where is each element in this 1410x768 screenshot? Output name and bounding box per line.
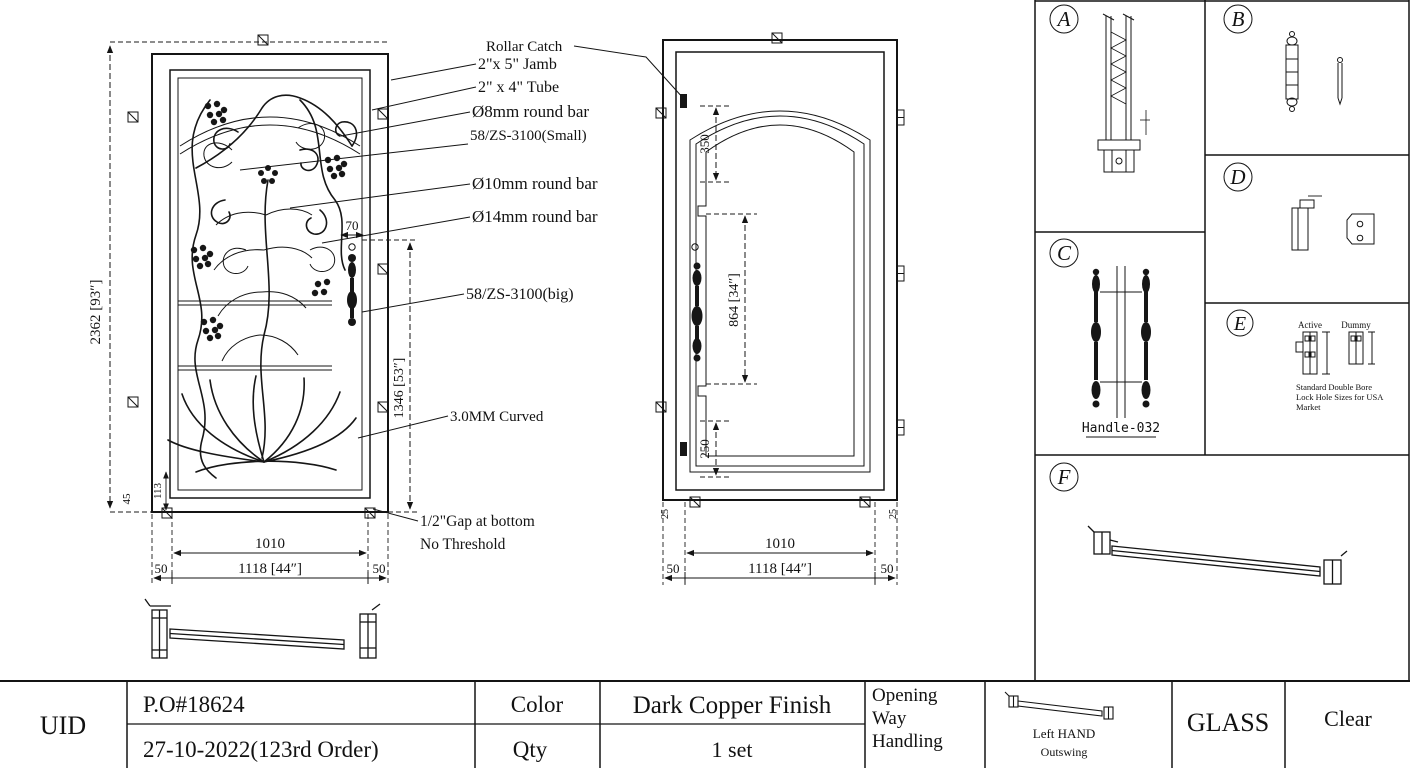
- handling-icon: [1004, 691, 1114, 720]
- grape-cluster: [190, 244, 214, 270]
- hinge-marks: [896, 109, 905, 436]
- detail-panel-grid: [1034, 0, 1410, 681]
- handle-model-label: Handle-032: [1082, 421, 1160, 436]
- dim-bottom-rail: 113: [152, 482, 164, 499]
- detail-e: E Active Dummy Standard Double Bore Lock…: [1226, 309, 1384, 412]
- detail-b: B: [1223, 4, 1343, 112]
- dim-gap-left-back: 50: [667, 561, 680, 576]
- qty-label: Qty: [513, 737, 548, 762]
- back-elevation: 350 864 [34″] 250 25 25 1010 50 1118 [44…: [655, 32, 905, 585]
- title-block: UID P.O#18624 27-10-2022(123rd Order) Co…: [0, 680, 1410, 768]
- callout-jamb: 2"x 5" Jamb: [478, 56, 557, 73]
- dim-corner-right: 25: [888, 509, 899, 519]
- grape-cluster: [200, 316, 224, 342]
- grape-cluster: [204, 100, 228, 126]
- front-elevation: 2362 [93″]: [88, 34, 418, 659]
- dim-overall-width: 1118 [44″]: [238, 561, 302, 577]
- dim-panel-height: 1346 [53″]: [392, 358, 407, 419]
- dim-overall-height: 2362 [93″]: [88, 280, 104, 345]
- front-handle: [347, 243, 357, 326]
- color-value: Dark Copper Finish: [633, 692, 832, 719]
- detail-f: F: [1049, 462, 1348, 585]
- frame-anchor-clips: [127, 34, 389, 519]
- callout-no-threshold: No Threshold: [420, 536, 506, 553]
- sill-detail: [144, 598, 381, 659]
- dim-gap-right-back: 50: [881, 561, 894, 576]
- opening-way-line2: Way: [872, 708, 907, 729]
- glass-label: GLASS: [1187, 708, 1269, 737]
- e-note-line1: Standard Double Bore: [1296, 382, 1372, 392]
- detail-e-drawing: [1295, 331, 1375, 375]
- detail-d-label: D: [1229, 165, 1245, 189]
- callout-bar14: Ø14mm round bar: [472, 207, 598, 226]
- detail-f-drawing: [1087, 525, 1348, 585]
- detail-c-label: C: [1057, 241, 1072, 265]
- dim-bottom-panel: 250: [697, 439, 712, 459]
- callout-gap-bottom: 1/2"Gap at bottom: [420, 513, 535, 530]
- uid-label: UID: [40, 711, 86, 740]
- dim-corner-left: 25: [660, 509, 671, 519]
- callout-zs-big: 58/ZS-3100(big): [466, 286, 574, 303]
- detail-d-drawing: [1291, 195, 1375, 251]
- detail-c-drawing: [1091, 266, 1151, 418]
- detail-f-label: F: [1057, 465, 1071, 489]
- color-label: Color: [511, 692, 564, 717]
- callout-curved: 3.0MM Curved: [450, 409, 544, 425]
- dim-overall-width-back: 1118 [44″]: [748, 561, 812, 577]
- dim-gap-right: 50: [373, 561, 386, 576]
- frame-anchor-clips-back: [655, 32, 871, 508]
- handling-line1: Left HAND: [1033, 726, 1095, 741]
- dim-clear-width-back: 1010: [765, 536, 795, 552]
- dim-top-panel: 350: [697, 134, 712, 154]
- po-number: P.O#18624: [143, 692, 245, 717]
- dim-gap-left: 50: [155, 561, 168, 576]
- callout-labels: Rollar Catch 2"x 5" Jamb 2" x 4" Tube Ø8…: [239, 39, 685, 553]
- ornamental-scrollwork: [167, 94, 358, 479]
- callout-bar10: Ø10mm round bar: [472, 174, 598, 193]
- rose-cluster: [311, 278, 331, 297]
- detail-a: A: [1049, 4, 1150, 173]
- detail-b-label: B: [1232, 7, 1245, 31]
- back-handle: [691, 262, 703, 362]
- detail-a-drawing: [1097, 13, 1150, 173]
- callout-rollar-catch: Rollar Catch: [486, 39, 563, 55]
- callout-bar8: Ø8mm round bar: [472, 102, 589, 121]
- handling-line2: Outswing: [1041, 745, 1088, 759]
- dim-clear-width: 1010: [255, 536, 285, 552]
- dim-glass-height: 864 [34″]: [727, 273, 742, 327]
- e-note-line2: Lock Hole Sizes for USA: [1296, 392, 1384, 402]
- detail-e-label: E: [1233, 313, 1246, 335]
- active-label: Active: [1298, 320, 1322, 330]
- detail-a-label: A: [1056, 7, 1071, 31]
- opening-way-line3: Handling: [872, 731, 943, 752]
- detail-d: D: [1223, 162, 1375, 251]
- qty-value: 1 set: [712, 737, 753, 762]
- detail-b-drawing: [1285, 31, 1343, 112]
- e-note-line3: Market: [1296, 402, 1321, 412]
- order-date: 27-10-2022(123rd Order): [143, 737, 379, 762]
- dim-handle: 70: [346, 218, 359, 233]
- dummy-label: Dummy: [1341, 320, 1371, 330]
- callout-zs-small: 58/ZS-3100(Small): [470, 128, 587, 144]
- dim-frame-depth: 45: [121, 493, 133, 505]
- opening-way-line1: Opening: [872, 685, 938, 706]
- glass-value: Clear: [1324, 706, 1372, 731]
- callout-tube: 2" x 4" Tube: [478, 79, 559, 96]
- detail-c: C Handle-032: [1049, 238, 1160, 438]
